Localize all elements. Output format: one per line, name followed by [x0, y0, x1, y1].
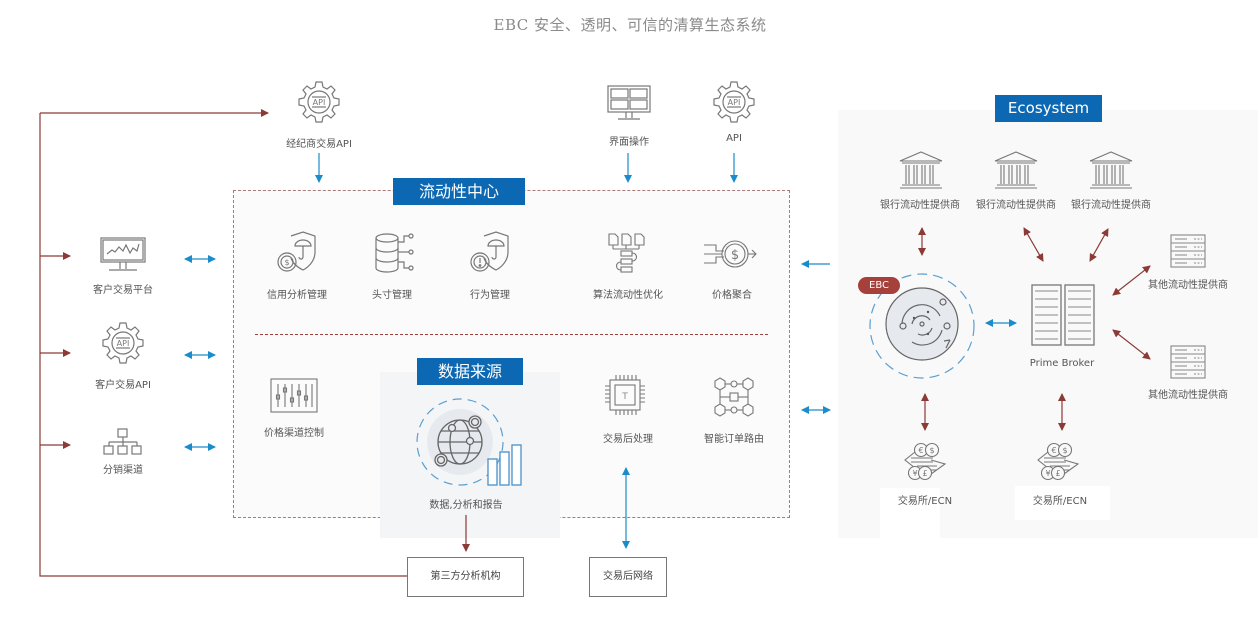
routing-network-icon	[714, 377, 754, 417]
price-channel-label: 价格渠道控制	[264, 428, 324, 439]
svg-text:€: €	[918, 446, 923, 455]
ecosystem-panel-cutout	[1015, 486, 1110, 520]
monitor-icon	[607, 85, 651, 120]
price-aggregation-icon: $	[704, 240, 757, 268]
ecosystem-panel-cutout	[880, 488, 940, 538]
svg-text:$: $	[731, 248, 739, 263]
smart-routing-label: 智能订单路由	[704, 434, 764, 445]
bank-icon	[994, 151, 1038, 189]
arrow-other2-prime	[1112, 329, 1151, 360]
third-party-analytics-box: 第三方分析机构	[407, 557, 524, 597]
ecosystem-title: Ecosystem	[995, 95, 1102, 122]
distribution-label: 分销渠道	[103, 465, 143, 476]
api-gear-icon: API	[713, 81, 755, 123]
exchange-ecn-label: 交易所/ECN	[897, 496, 953, 507]
api-gear-icon: API	[298, 81, 340, 123]
diagram-title: EBC 安全、透明、可信的清算生态系统	[493, 16, 767, 34]
svg-text:¥: ¥	[912, 469, 917, 478]
post-trade-processing-label: 交易后处理	[603, 434, 653, 445]
bank-provider-label: 银行流动性提供商	[1071, 200, 1151, 211]
bank-provider-label: 银行流动性提供商	[976, 200, 1056, 211]
svg-text:$: $	[284, 258, 289, 267]
post-trade-network-box: 交易后网络	[589, 557, 667, 597]
ebc-badge: EBC	[858, 277, 900, 294]
client-platform-label: 客户交易平台	[93, 285, 153, 296]
database-icon	[375, 233, 414, 273]
svg-text:T: T	[621, 392, 628, 402]
svg-text:API: API	[117, 339, 130, 348]
arrow-bank3-prime	[1089, 228, 1109, 262]
svg-text:API: API	[313, 98, 326, 107]
hub-divider	[255, 334, 768, 335]
algo-liquidity-label: 算法流动性优化	[593, 290, 663, 301]
data-analytics-icon	[416, 398, 522, 486]
chip-icon: T	[605, 375, 645, 415]
arrow-other1-prime	[1112, 265, 1151, 296]
price-aggregation-label: 价格聚合	[712, 290, 752, 301]
client-api-label: 客户交易API	[95, 380, 151, 391]
bank-provider-label: 银行流动性提供商	[880, 200, 960, 211]
position-mgmt-label: 头寸管理	[372, 290, 412, 301]
svg-text:£: £	[1055, 469, 1060, 478]
currency-exchange-icon: € $ ¥ £	[1037, 442, 1080, 481]
credit-analysis-label: 信用分析管理	[267, 290, 327, 301]
server-rack-icon	[1031, 284, 1095, 346]
svg-text:$: $	[929, 446, 934, 455]
svg-text:€: €	[1051, 446, 1056, 455]
liquidity-hub-title: 流动性中心	[393, 178, 525, 205]
arrow-bank2-prime	[1023, 227, 1044, 262]
other-provider-label: 其他流动性提供商	[1148, 280, 1228, 291]
svg-text:$: $	[1062, 446, 1067, 455]
data-analytics-label: 数据,分析和报告	[429, 500, 503, 511]
server-icon	[1170, 234, 1206, 268]
server-icon	[1170, 345, 1206, 379]
ui-operation-label: 界面操作	[609, 137, 649, 148]
ebc-clearing-core-icon	[869, 273, 975, 379]
svg-text:¥: ¥	[1045, 469, 1050, 478]
currency-exchange-icon: € $ ¥ £	[904, 442, 947, 481]
hierarchy-icon	[103, 428, 142, 455]
svg-text:£: £	[922, 469, 927, 478]
sliders-icon	[270, 378, 318, 413]
feedback-bus	[39, 109, 470, 577]
broker-api-label: 经纪商交易API	[286, 139, 352, 150]
prime-broker-label: Prime Broker	[1029, 358, 1095, 369]
api-gear-icon: API	[102, 322, 144, 364]
bank-icon	[899, 151, 943, 189]
algorithm-flow-icon	[608, 233, 645, 273]
bank-icon	[1089, 151, 1133, 189]
api-label: API	[726, 133, 742, 144]
credit-shield-icon: $	[277, 231, 316, 272]
other-provider-label: 其他流动性提供商	[1148, 390, 1228, 401]
data-source-title: 数据来源	[417, 358, 523, 385]
behavior-mgmt-label: 行为管理	[470, 290, 510, 301]
svg-text:API: API	[728, 98, 741, 107]
trading-monitor-icon	[100, 237, 146, 271]
exchange-ecn-label: 交易所/ECN	[1032, 496, 1088, 507]
behavior-shield-icon	[470, 231, 509, 272]
